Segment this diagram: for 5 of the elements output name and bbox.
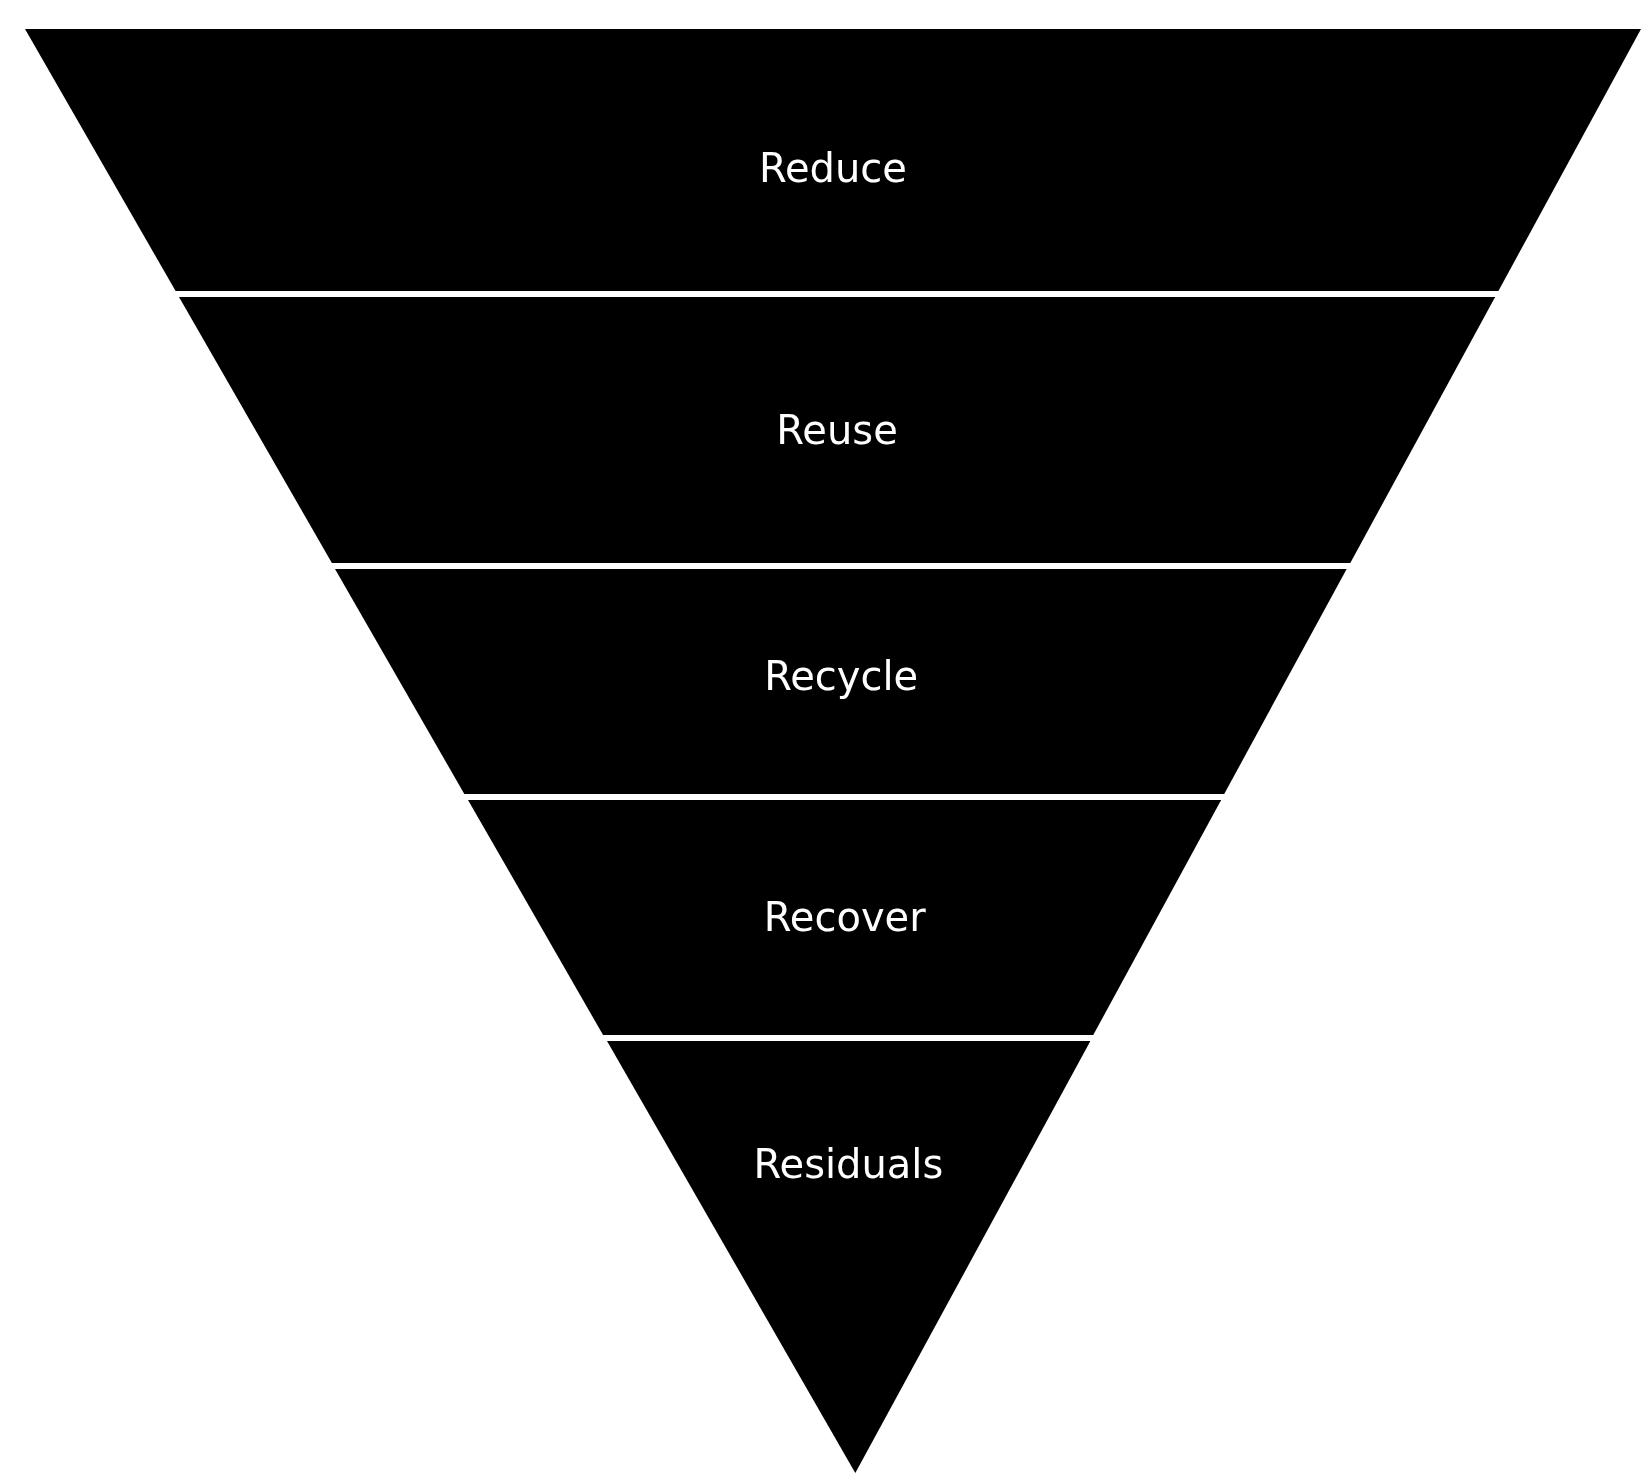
band-label: Recover bbox=[763, 895, 926, 939]
band-label: Reduce bbox=[759, 146, 907, 190]
band-label: Reuse bbox=[776, 408, 898, 452]
band-label: Recycle bbox=[764, 654, 919, 698]
band-label: Residuals bbox=[753, 1142, 944, 1186]
